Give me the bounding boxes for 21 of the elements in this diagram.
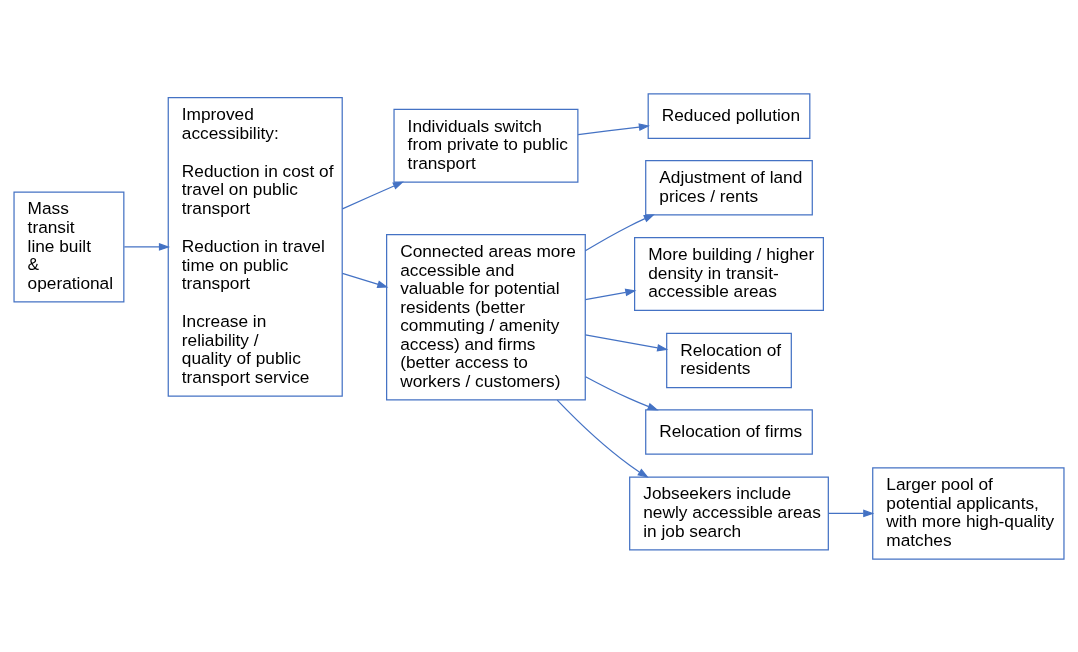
node-box: Larger pool of potential applicants, with more high-quality matches [872, 466, 1065, 560]
arrow [584, 333, 669, 352]
arrow [556, 399, 649, 478]
arrow [584, 288, 637, 300]
arrow [584, 213, 655, 251]
node-box: Relocation of residents [666, 332, 792, 388]
node-box: Individuals switch from private to public transport [393, 108, 579, 183]
arrow [123, 242, 170, 251]
node-box: Connected areas more accessible and valuable for potential residents (better commuting / amenity access) and firms (better access to workers / customers) [386, 233, 586, 401]
node-box: Reduced pollution [647, 92, 811, 139]
arrow [577, 122, 650, 135]
node-box: Mass transit line built & operational [13, 190, 125, 302]
arrow [584, 375, 659, 410]
arrow [341, 272, 389, 288]
node-box: Adjustment of land prices / rents [645, 159, 813, 215]
node-box: Relocation of firms [645, 408, 813, 455]
arrow [828, 509, 875, 517]
arrow [341, 181, 404, 209]
node-box: More building / higher density in transit-accessible areas [634, 236, 824, 311]
node-box: Jobseekers include newly accessible areas in job search [629, 475, 829, 550]
node-box: Improved accessibility: Reduction in cost of travel on public transport Reduction in travel time on public transport Increase in reliability / quality of public transport service [167, 96, 343, 397]
